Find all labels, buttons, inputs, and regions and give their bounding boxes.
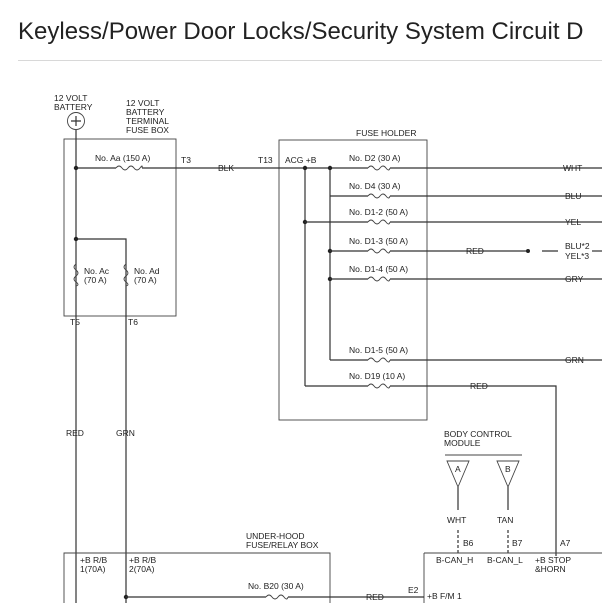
rb1-label-line1: +B R/B xyxy=(80,555,107,565)
terminal-t13-label: T13 xyxy=(258,155,273,165)
fuse-d1-3-symbol xyxy=(367,248,391,254)
pin-a7-label: A7 xyxy=(560,538,571,548)
signal-stop-line1: +B STOP xyxy=(535,555,571,565)
wire-label-yel: YEL xyxy=(565,217,581,227)
fuse-holder: FUSE HOLDER T13 ACG +B No. D2 (30 A) No.… xyxy=(258,128,428,421)
wire-label-grn: GRN xyxy=(565,355,584,365)
fuse-ad-label-2: (70 A) xyxy=(134,275,157,285)
fuse-holder-outline xyxy=(278,139,428,421)
wire-label-left-red: RED xyxy=(66,428,84,438)
fuse-d1-3-label: No. D1-3 (50 A) xyxy=(349,236,408,246)
terminal-fuse-box: 12 VOLT BATTERY TERMINAL FUSE BOX No. Aa… xyxy=(63,98,191,327)
signal-can-l: B-CAN_L xyxy=(487,555,523,565)
signal-can-h: B-CAN_H xyxy=(436,555,473,565)
wire-label-red-d19: RED xyxy=(470,381,488,391)
wire-label-blu: BLU xyxy=(565,191,582,201)
terminal-box-label-1: 12 VOLT xyxy=(126,98,159,108)
wire-label-bottom-red: RED xyxy=(366,592,384,602)
signal-fm1: +B F/M 1 xyxy=(427,591,462,601)
underhood-outline xyxy=(63,552,331,603)
connector-b-symbol xyxy=(496,460,520,489)
bcm-label-line2: MODULE xyxy=(444,438,481,448)
fuse-d2-label: No. D2 (30 A) xyxy=(349,153,401,163)
rb1-label-line2: 1(70A) xyxy=(80,564,106,574)
terminal-box-label-3: TERMINAL xyxy=(126,116,169,126)
pin-b7-label: B7 xyxy=(512,538,523,548)
wire-label-left-grn: GRN xyxy=(116,428,135,438)
wire-label-blk: BLK xyxy=(218,163,234,173)
signal-stop-line2: &HORN xyxy=(535,564,566,574)
fuse-holder-label: FUSE HOLDER xyxy=(356,128,416,138)
fuse-d1-2-symbol xyxy=(367,219,391,225)
page-title: Keyless/Power Door Locks/Security System… xyxy=(18,18,584,45)
fuse-d1-4-symbol xyxy=(367,276,391,282)
battery: 12 VOLT BATTERY xyxy=(54,93,93,130)
junction-dot xyxy=(302,165,308,171)
pin-e2-label: E2 xyxy=(408,585,419,595)
wire-label-yel-opt: YEL*3 xyxy=(565,251,589,261)
fuse-d19-symbol xyxy=(367,383,391,389)
fuse-ac-symbol xyxy=(73,263,79,287)
wire-label-red-d1-3: RED xyxy=(466,246,484,256)
connector-a-label: A xyxy=(455,464,461,474)
wire-can-lower xyxy=(457,530,509,553)
fuse-d1-2-label: No. D1-2 (50 A) xyxy=(349,207,408,217)
wire-label-blu-opt: BLU*2 xyxy=(565,241,590,251)
fuse-d19-label: No. D19 (10 A) xyxy=(349,371,405,381)
fuse-ac-label-2: (70 A) xyxy=(84,275,107,285)
wire-label-tan-b: TAN xyxy=(497,515,513,525)
terminal-t6-label: T6 xyxy=(128,317,138,327)
fuse-ad-symbol xyxy=(123,263,129,287)
title-divider xyxy=(18,60,602,61)
fuse-ac-label-1: No. Ac xyxy=(84,266,110,276)
pin-b6-label: B6 xyxy=(463,538,474,548)
terminal-box-label-4: FUSE BOX xyxy=(126,125,169,135)
fuse-d4-symbol xyxy=(367,193,391,199)
battery-plus-icon xyxy=(71,116,81,126)
battery-symbol xyxy=(67,112,85,130)
fuse-aa-label: No. Aa (150 A) xyxy=(95,153,150,163)
wire-label-gry: GRY xyxy=(565,274,584,284)
fuse-b20-symbol xyxy=(265,594,289,600)
fuse-b20-label: No. B20 (30 A) xyxy=(248,581,304,591)
wire-red-d19 xyxy=(390,385,557,556)
junction-dot xyxy=(73,236,79,242)
wire-label-wht: WHT xyxy=(563,163,582,173)
fuse-d1-5-symbol xyxy=(367,357,391,363)
wire-label-wht-a: WHT xyxy=(447,515,466,525)
bcm-outline xyxy=(423,552,602,603)
battery-label-line2: BATTERY xyxy=(54,102,93,112)
body-control-module: BODY CONTROL MODULE A B WHT TAN B6 B7 A7… xyxy=(408,429,602,603)
connector-a-symbol xyxy=(446,460,470,489)
rb2-label-line1: +B R/B xyxy=(129,555,156,565)
fuse-ad-label-1: No. Ad xyxy=(134,266,160,276)
battery-label-line1: 12 VOLT xyxy=(54,93,87,103)
fuse-aa-symbol xyxy=(115,165,143,171)
fuse-d1-4-label: No. D1-4 (50 A) xyxy=(349,264,408,274)
wire-can-upper xyxy=(457,487,509,510)
fuse-d1-5-label: No. D1-5 (50 A) xyxy=(349,345,408,355)
terminal-t5-label: T5 xyxy=(70,317,80,327)
bcm-label-line1: BODY CONTROL xyxy=(444,429,512,439)
underhood-label-line1: UNDER-HOOD xyxy=(246,531,305,541)
fuse-d2-symbol xyxy=(367,165,391,171)
underhood-label-line2: FUSE/RELAY BOX xyxy=(246,540,319,550)
junction-dot xyxy=(73,165,79,171)
rb2-label-line2: 2(70A) xyxy=(129,564,155,574)
wire-left-grn-trunk xyxy=(76,238,127,603)
acg-label: ACG +B xyxy=(285,155,317,165)
junction-dot xyxy=(526,249,530,253)
terminal-box-outline xyxy=(63,138,177,317)
fuse-d4-label: No. D4 (30 A) xyxy=(349,181,401,191)
underhood-fuse-relay-box: UNDER-HOOD FUSE/RELAY BOX +B R/B 1(70A) … xyxy=(63,531,424,603)
connector-b-label: B xyxy=(505,464,511,474)
terminal-t3-label: T3 xyxy=(181,155,191,165)
junction-dot xyxy=(327,165,333,171)
terminal-box-label-2: BATTERY xyxy=(126,107,165,117)
